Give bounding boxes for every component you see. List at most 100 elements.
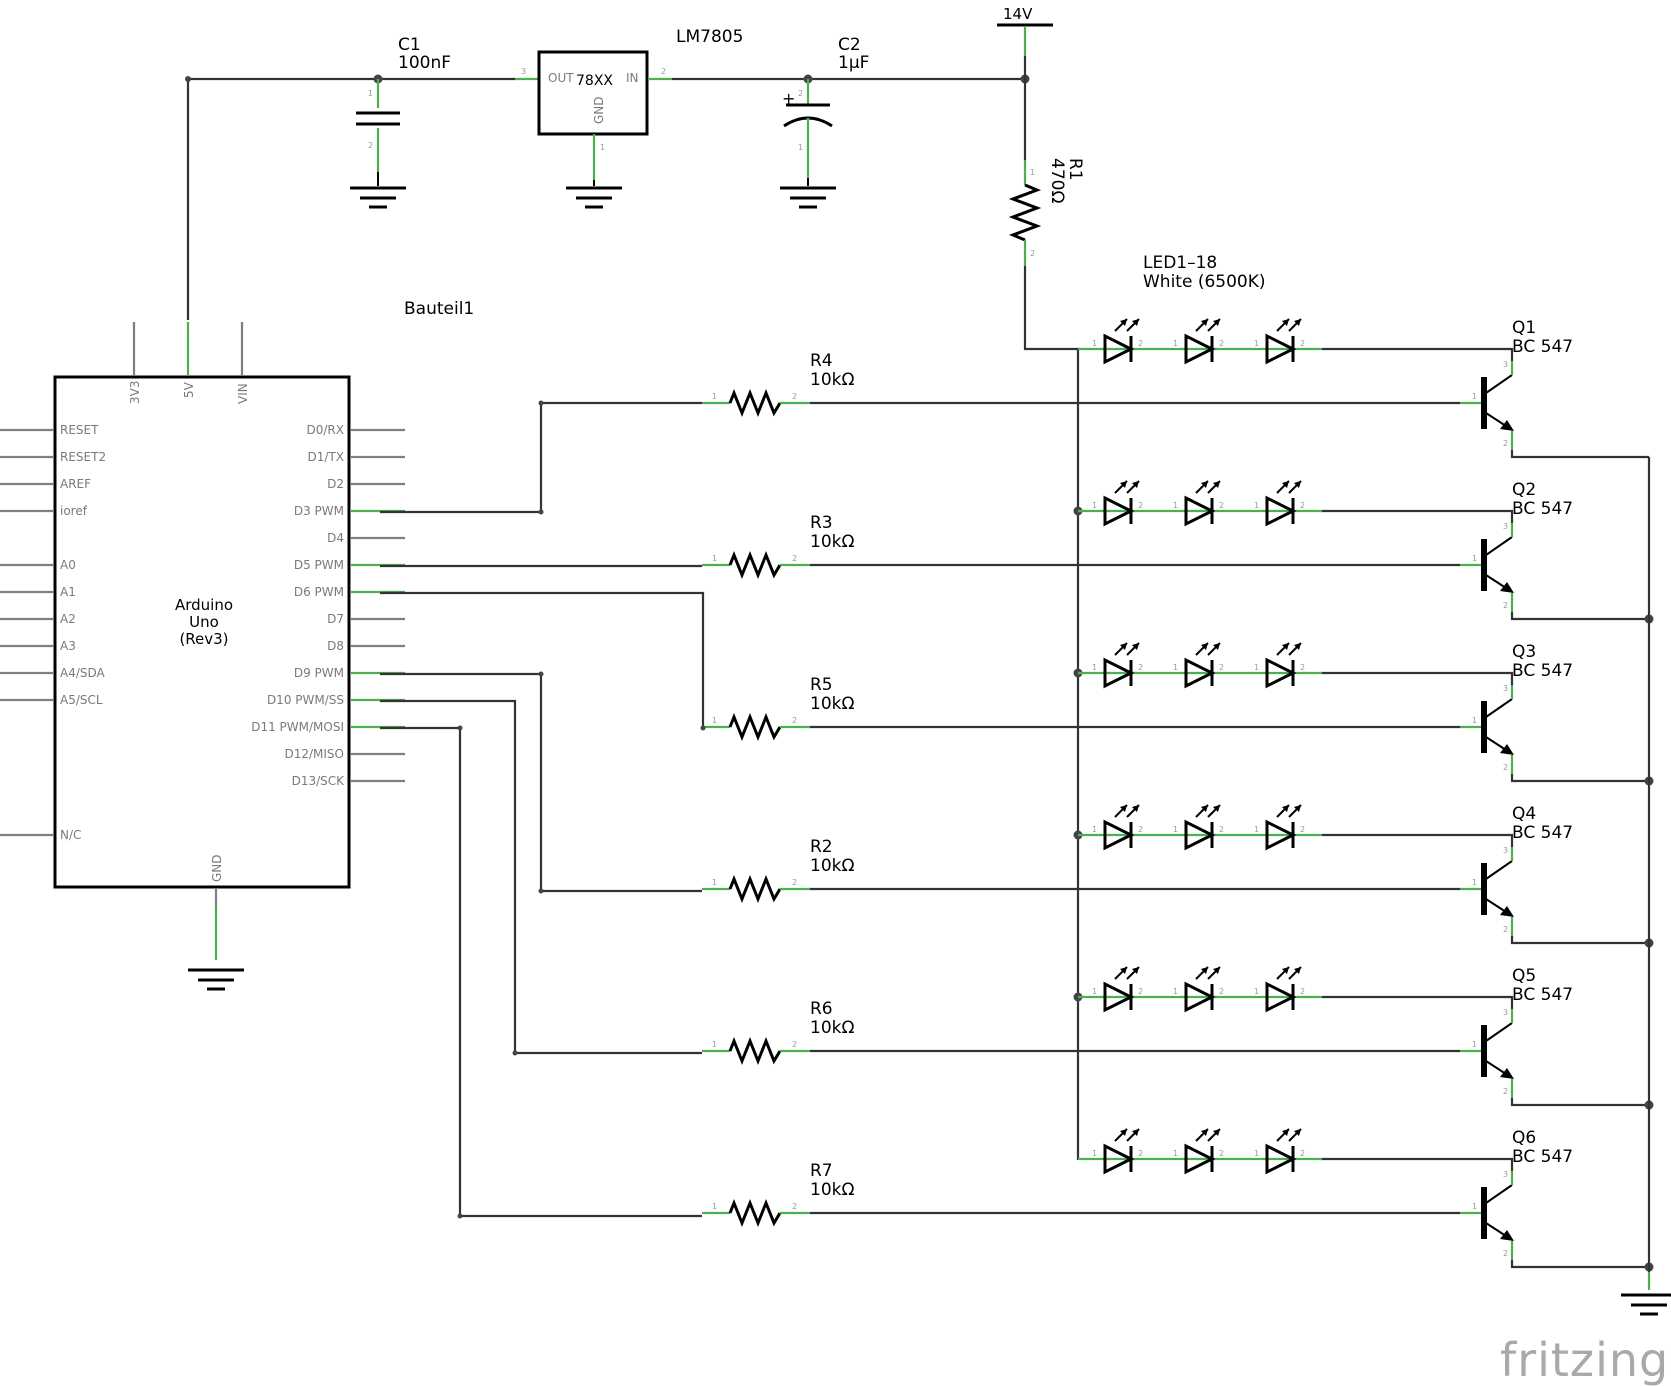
wire-d10-r6 xyxy=(380,699,702,1055)
resistor-pin-1: 1 xyxy=(712,554,717,563)
c2-name: C2 xyxy=(838,35,861,55)
led-pin-2: 2 xyxy=(1138,825,1143,834)
led-arrow-heads xyxy=(1120,643,1139,650)
junction xyxy=(185,76,191,82)
led-pin-2: 2 xyxy=(1300,825,1305,834)
emitter-arrow xyxy=(1500,906,1514,917)
resistor-value: 10kΩ xyxy=(810,532,854,552)
led-pin-1: 1 xyxy=(1173,825,1178,834)
c2-value: 1µF xyxy=(838,53,869,73)
emitter-line xyxy=(1485,574,1507,589)
junction xyxy=(512,1050,518,1056)
pin-label-d6-pwm: D6 PWM xyxy=(294,585,344,599)
led-pin-1: 1 xyxy=(1254,1149,1259,1158)
pin-label-3v3: 3V3 xyxy=(128,381,142,404)
resistor-zigzag xyxy=(728,388,782,418)
c1-pin-1: 1 xyxy=(368,89,373,98)
pin-label-d5-pwm: D5 PWM xyxy=(294,558,344,572)
c2-pin-1: 1 xyxy=(798,143,803,152)
transistor-name: Q4 xyxy=(1512,804,1536,824)
led-pin-2: 2 xyxy=(1138,987,1143,996)
led-triangle xyxy=(1265,981,1297,1013)
emitter-wire xyxy=(1510,936,1649,945)
led-triangle xyxy=(1103,819,1135,851)
transistor-pin-2: 2 xyxy=(1503,763,1508,772)
led-arrow-heads xyxy=(1282,805,1301,812)
reg-in-label: IN xyxy=(626,71,639,85)
collector-wire xyxy=(1322,1157,1514,1171)
resistor-pin-1: 1 xyxy=(712,1202,717,1211)
resistor-pin-1: 1 xyxy=(712,392,717,401)
led-pin-1: 1 xyxy=(1254,663,1259,672)
resistor-zigzag xyxy=(728,712,782,742)
arduino-uno: Bauteil1 Arduino Uno (Rev3) 3V3 5V VIN G… xyxy=(0,299,474,991)
led-pin-2: 2 xyxy=(1138,663,1143,672)
led-arrow-heads xyxy=(1282,1129,1301,1136)
pin-label-gnd: GND xyxy=(210,854,224,882)
resistor-name: R7 xyxy=(810,1161,833,1181)
pin-label-d8: D8 xyxy=(327,639,344,653)
pin-label-d12-miso: D12/MISO xyxy=(284,747,344,761)
emitter-wire xyxy=(1510,1260,1649,1269)
ground-symbol xyxy=(1621,1293,1671,1316)
r1-value: 470Ω xyxy=(1047,158,1067,203)
led-pin-2: 2 xyxy=(1219,339,1224,348)
pin-label-d10-pwm-ss: D10 PWM/SS xyxy=(267,693,344,707)
junction xyxy=(538,509,544,515)
r1-zigzag xyxy=(1008,183,1042,242)
transistor-pin-1: 1 xyxy=(1472,554,1477,563)
r1-name: R1 xyxy=(1065,158,1085,181)
resistor-zigzag xyxy=(728,550,782,580)
transistor-type: BC 547 xyxy=(1512,337,1573,357)
resistor-value: 10kΩ xyxy=(810,370,854,390)
arduino-name-line2: Uno xyxy=(189,613,219,631)
emitter-line xyxy=(1485,736,1507,751)
led-pin-2: 2 xyxy=(1300,501,1305,510)
led-pin-1: 1 xyxy=(1092,987,1097,996)
resistor-value: 10kΩ xyxy=(810,694,854,714)
junction xyxy=(538,888,544,894)
led-arrow-heads xyxy=(1120,1129,1139,1136)
led-triangle xyxy=(1103,1143,1135,1175)
r1-pin-1: 1 xyxy=(1030,168,1035,177)
power-section: 3 1 2 C1 100nF OUT 78XX IN GND LM7805 2 … xyxy=(185,5,1266,351)
collector-line xyxy=(1485,536,1513,556)
r1-pin-2: 2 xyxy=(1030,249,1035,258)
fritzing-watermark: fritzing xyxy=(1500,1333,1669,1386)
transistor-pin-2: 2 xyxy=(1503,1249,1508,1258)
supply-14v: 14V xyxy=(997,5,1053,79)
emitter-wire xyxy=(1510,1098,1649,1107)
emitter-wire xyxy=(1510,612,1649,621)
reg-pin-2: 2 xyxy=(661,67,666,76)
led-group-name: LED1–18 xyxy=(1143,253,1217,273)
pin-label-d4: D4 xyxy=(327,531,344,545)
c2-pin-2: 2 xyxy=(798,89,803,98)
c1-pin-2: 2 xyxy=(368,141,373,150)
c1-plates xyxy=(356,111,400,126)
reg-out-label: OUT xyxy=(548,71,574,85)
collector-line xyxy=(1485,1184,1513,1204)
arduino-name-line3: (Rev3) xyxy=(179,630,228,648)
regulator-name: LM7805 xyxy=(676,27,743,47)
reg-type: 78XX xyxy=(576,73,613,89)
resistor-value: 10kΩ xyxy=(810,1180,854,1200)
capacitor-c1: 1 2 C1 100nF xyxy=(350,35,451,209)
transistor-name: Q6 xyxy=(1512,1128,1536,1148)
ground-symbol xyxy=(350,186,406,209)
led-pin-1: 1 xyxy=(1173,1149,1178,1158)
